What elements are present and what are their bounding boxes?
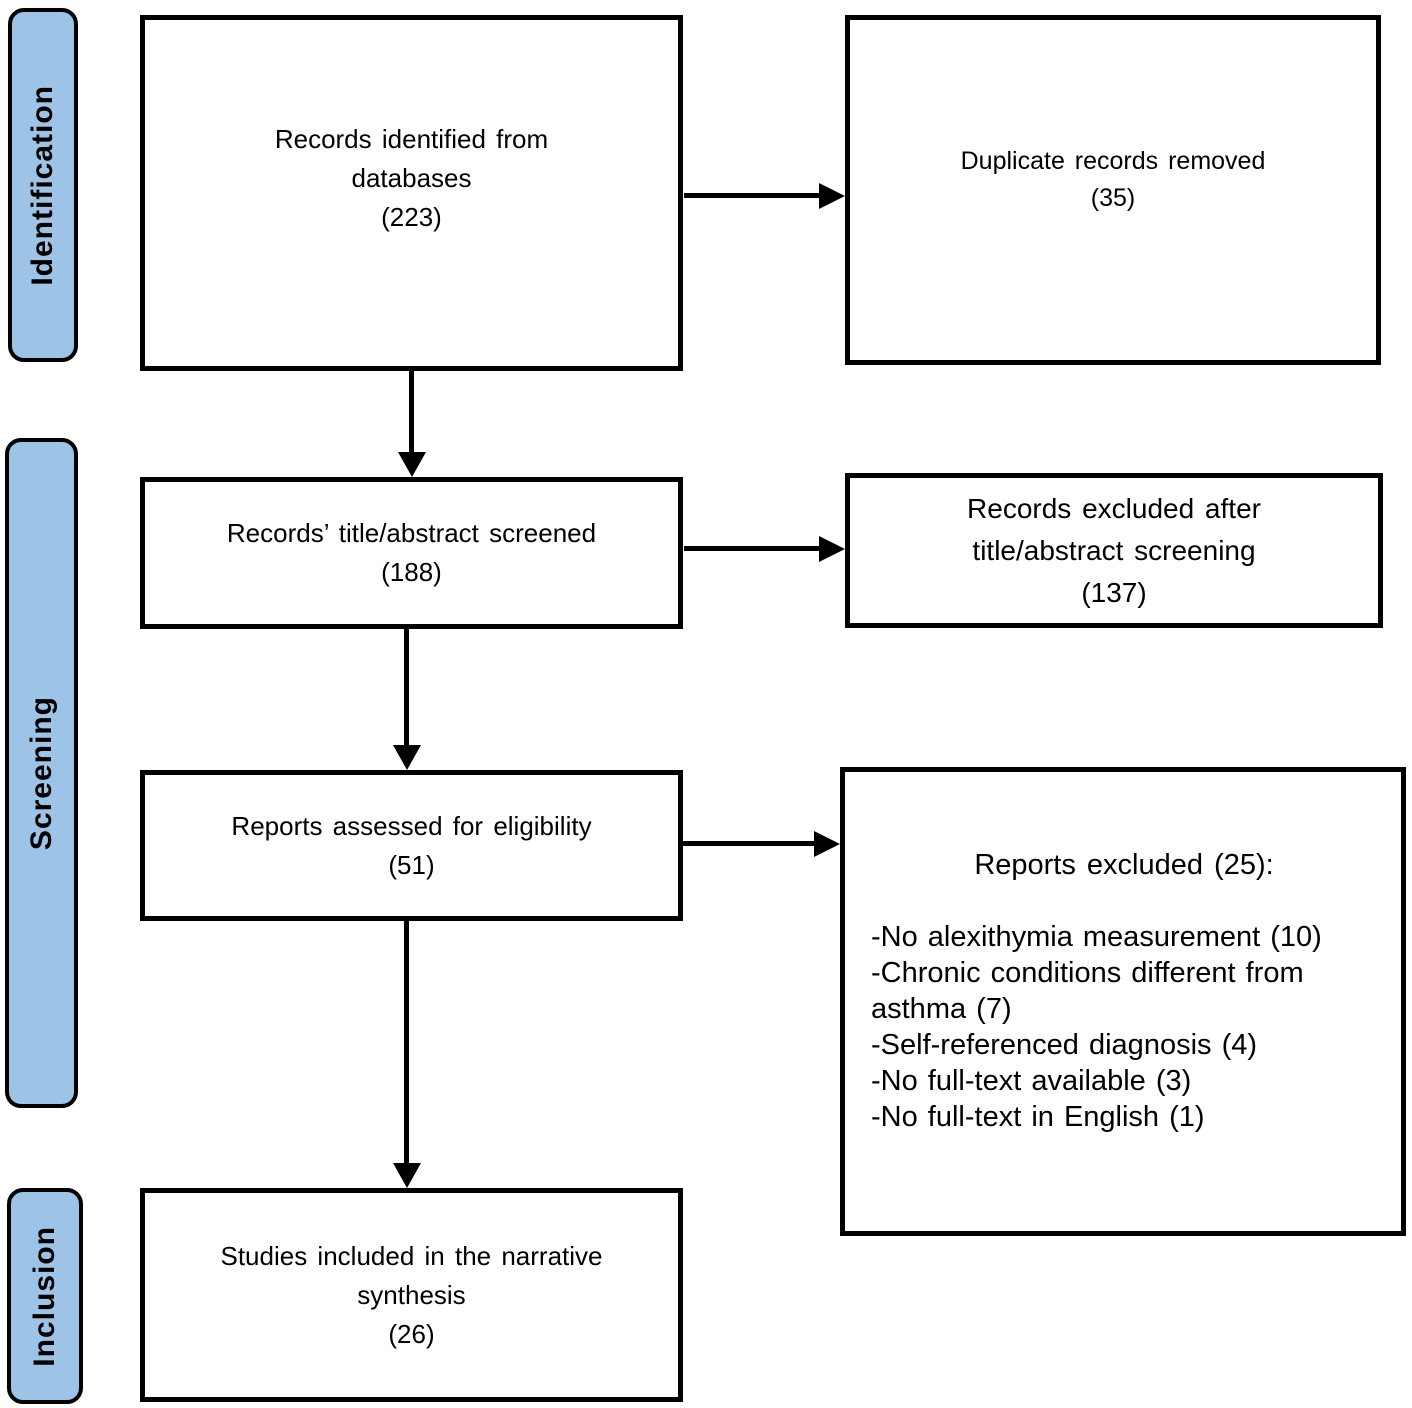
box-reports-assessed-text: Reports assessed for eligibility (51) xyxy=(231,810,592,880)
box-records-identified: Records identified from databases (223) xyxy=(140,15,683,371)
box-records-identified-text: Records identified from databases (223) xyxy=(274,123,549,232)
stage-inclusion: Inclusion xyxy=(7,1188,83,1404)
arrow-assessed-to-included-line xyxy=(404,921,409,1164)
stage-identification-label: Identification xyxy=(26,84,59,286)
arrow-identified-to-duplicates-line xyxy=(684,193,821,198)
box-title-abstract-screened: Records’ title/abstract screened (188) xyxy=(140,477,683,629)
box-reports-assessed: Reports assessed for eligibility (51) xyxy=(140,770,683,921)
box-studies-included-text: Studies included in the narrative synthe… xyxy=(220,1240,603,1349)
arrow-screened-to-excluded-head-icon xyxy=(819,536,845,562)
arrow-screened-to-assessed-line xyxy=(404,629,409,747)
arrow-identified-to-screened-head-icon xyxy=(398,452,426,477)
exclusion-reason: -No alexithymia measurement (10) xyxy=(871,921,1322,953)
arrow-screened-to-assessed-head-icon xyxy=(393,745,421,770)
stage-screening: Screening xyxy=(5,438,78,1108)
box-excluded-after-screening: Records excluded after title/abstract sc… xyxy=(845,473,1383,628)
box-excluded-after-screening-text: Records excluded after title/abstract sc… xyxy=(967,492,1261,608)
arrow-identified-to-screened-line xyxy=(409,371,414,454)
stage-screening-label: Screening xyxy=(24,695,58,851)
exclusion-reason: -Chronic conditions different from asthm… xyxy=(871,957,1304,1025)
exclusion-reason: -No full-text in English (1) xyxy=(871,1101,1205,1133)
box-reports-excluded-heading: Reports excluded (25): xyxy=(974,849,1274,881)
arrow-screened-to-excluded-line xyxy=(684,546,821,551)
box-reports-excluded: Reports excluded (25): -No alexithymia m… xyxy=(840,767,1406,1236)
arrow-identified-to-duplicates-head-icon xyxy=(819,183,845,209)
exclusion-reason: -No full-text available (3) xyxy=(871,1065,1192,1097)
arrow-assessed-to-excluded-line xyxy=(681,841,815,846)
exclusion-reason: -Self-referenced diagnosis (4) xyxy=(871,1029,1258,1061)
exclusion-reasons-list: -No alexithymia measurement (10) -Chronic… xyxy=(871,919,1377,1135)
box-duplicates-removed: Duplicate records removed (35) xyxy=(845,15,1381,365)
stage-inclusion-label: Inclusion xyxy=(28,1225,61,1367)
box-studies-included: Studies included in the narrative synthe… xyxy=(140,1188,683,1402)
box-duplicates-removed-text: Duplicate records removed (35) xyxy=(960,146,1266,213)
stage-identification: Identification xyxy=(8,8,78,362)
arrow-assessed-to-included-head-icon xyxy=(393,1163,421,1188)
box-title-abstract-screened-text: Records’ title/abstract screened (188) xyxy=(226,518,597,587)
arrow-assessed-to-excluded-head-icon xyxy=(814,831,840,857)
